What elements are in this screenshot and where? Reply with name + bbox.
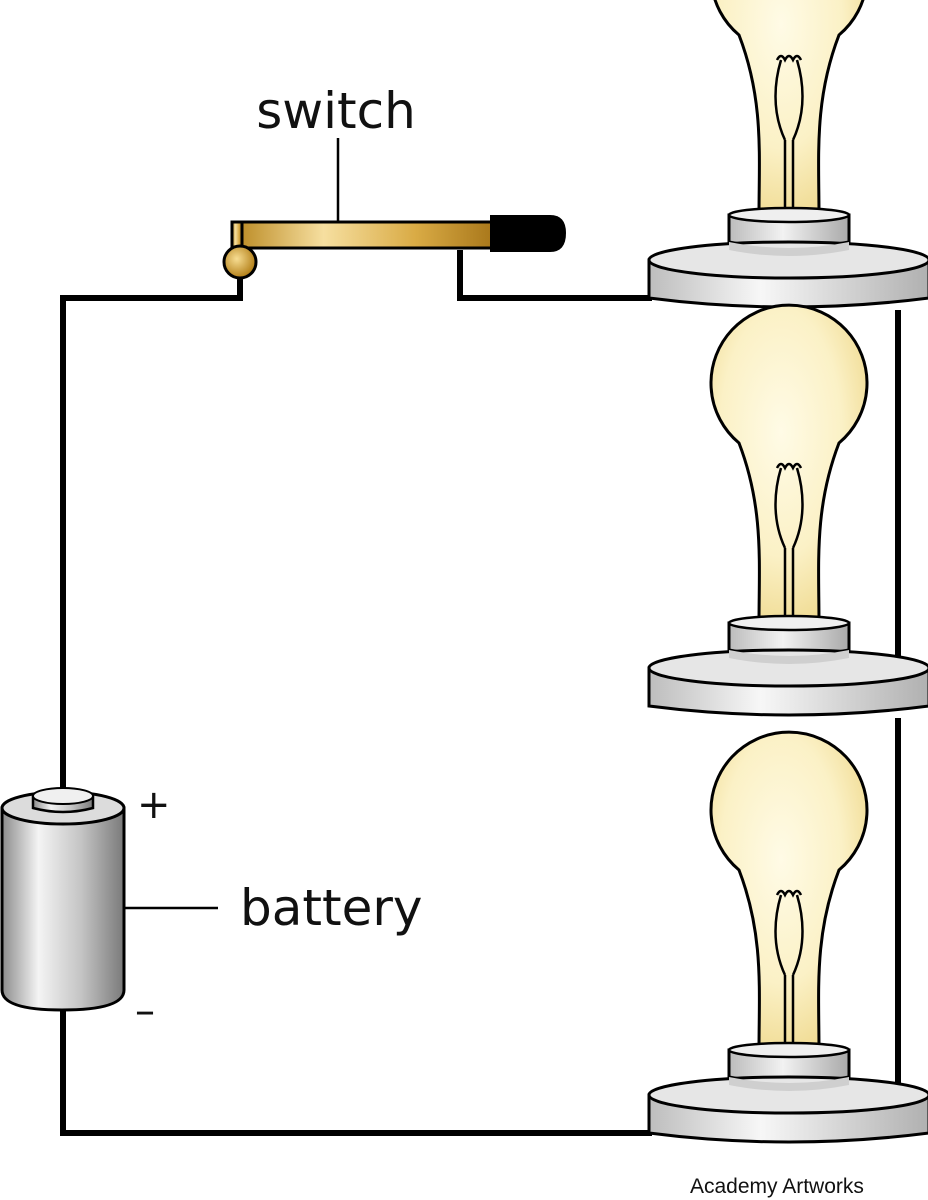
bulb-3 [647,730,928,1144]
battery-negative-sign: – [135,988,155,1034]
bulb-2 [647,303,928,717]
battery [0,787,218,1012]
switch [222,138,566,280]
switch-label: switch [256,82,416,140]
credit-text: Academy Artworks [690,1175,864,1198]
bulb-1 [647,0,928,309]
circuit-wires [60,250,901,1136]
battery-label: battery [240,879,423,937]
battery-positive-sign: + [137,782,171,828]
switch-pivot [222,244,258,280]
switch-handle [490,215,566,252]
switch-lever [230,220,496,250]
